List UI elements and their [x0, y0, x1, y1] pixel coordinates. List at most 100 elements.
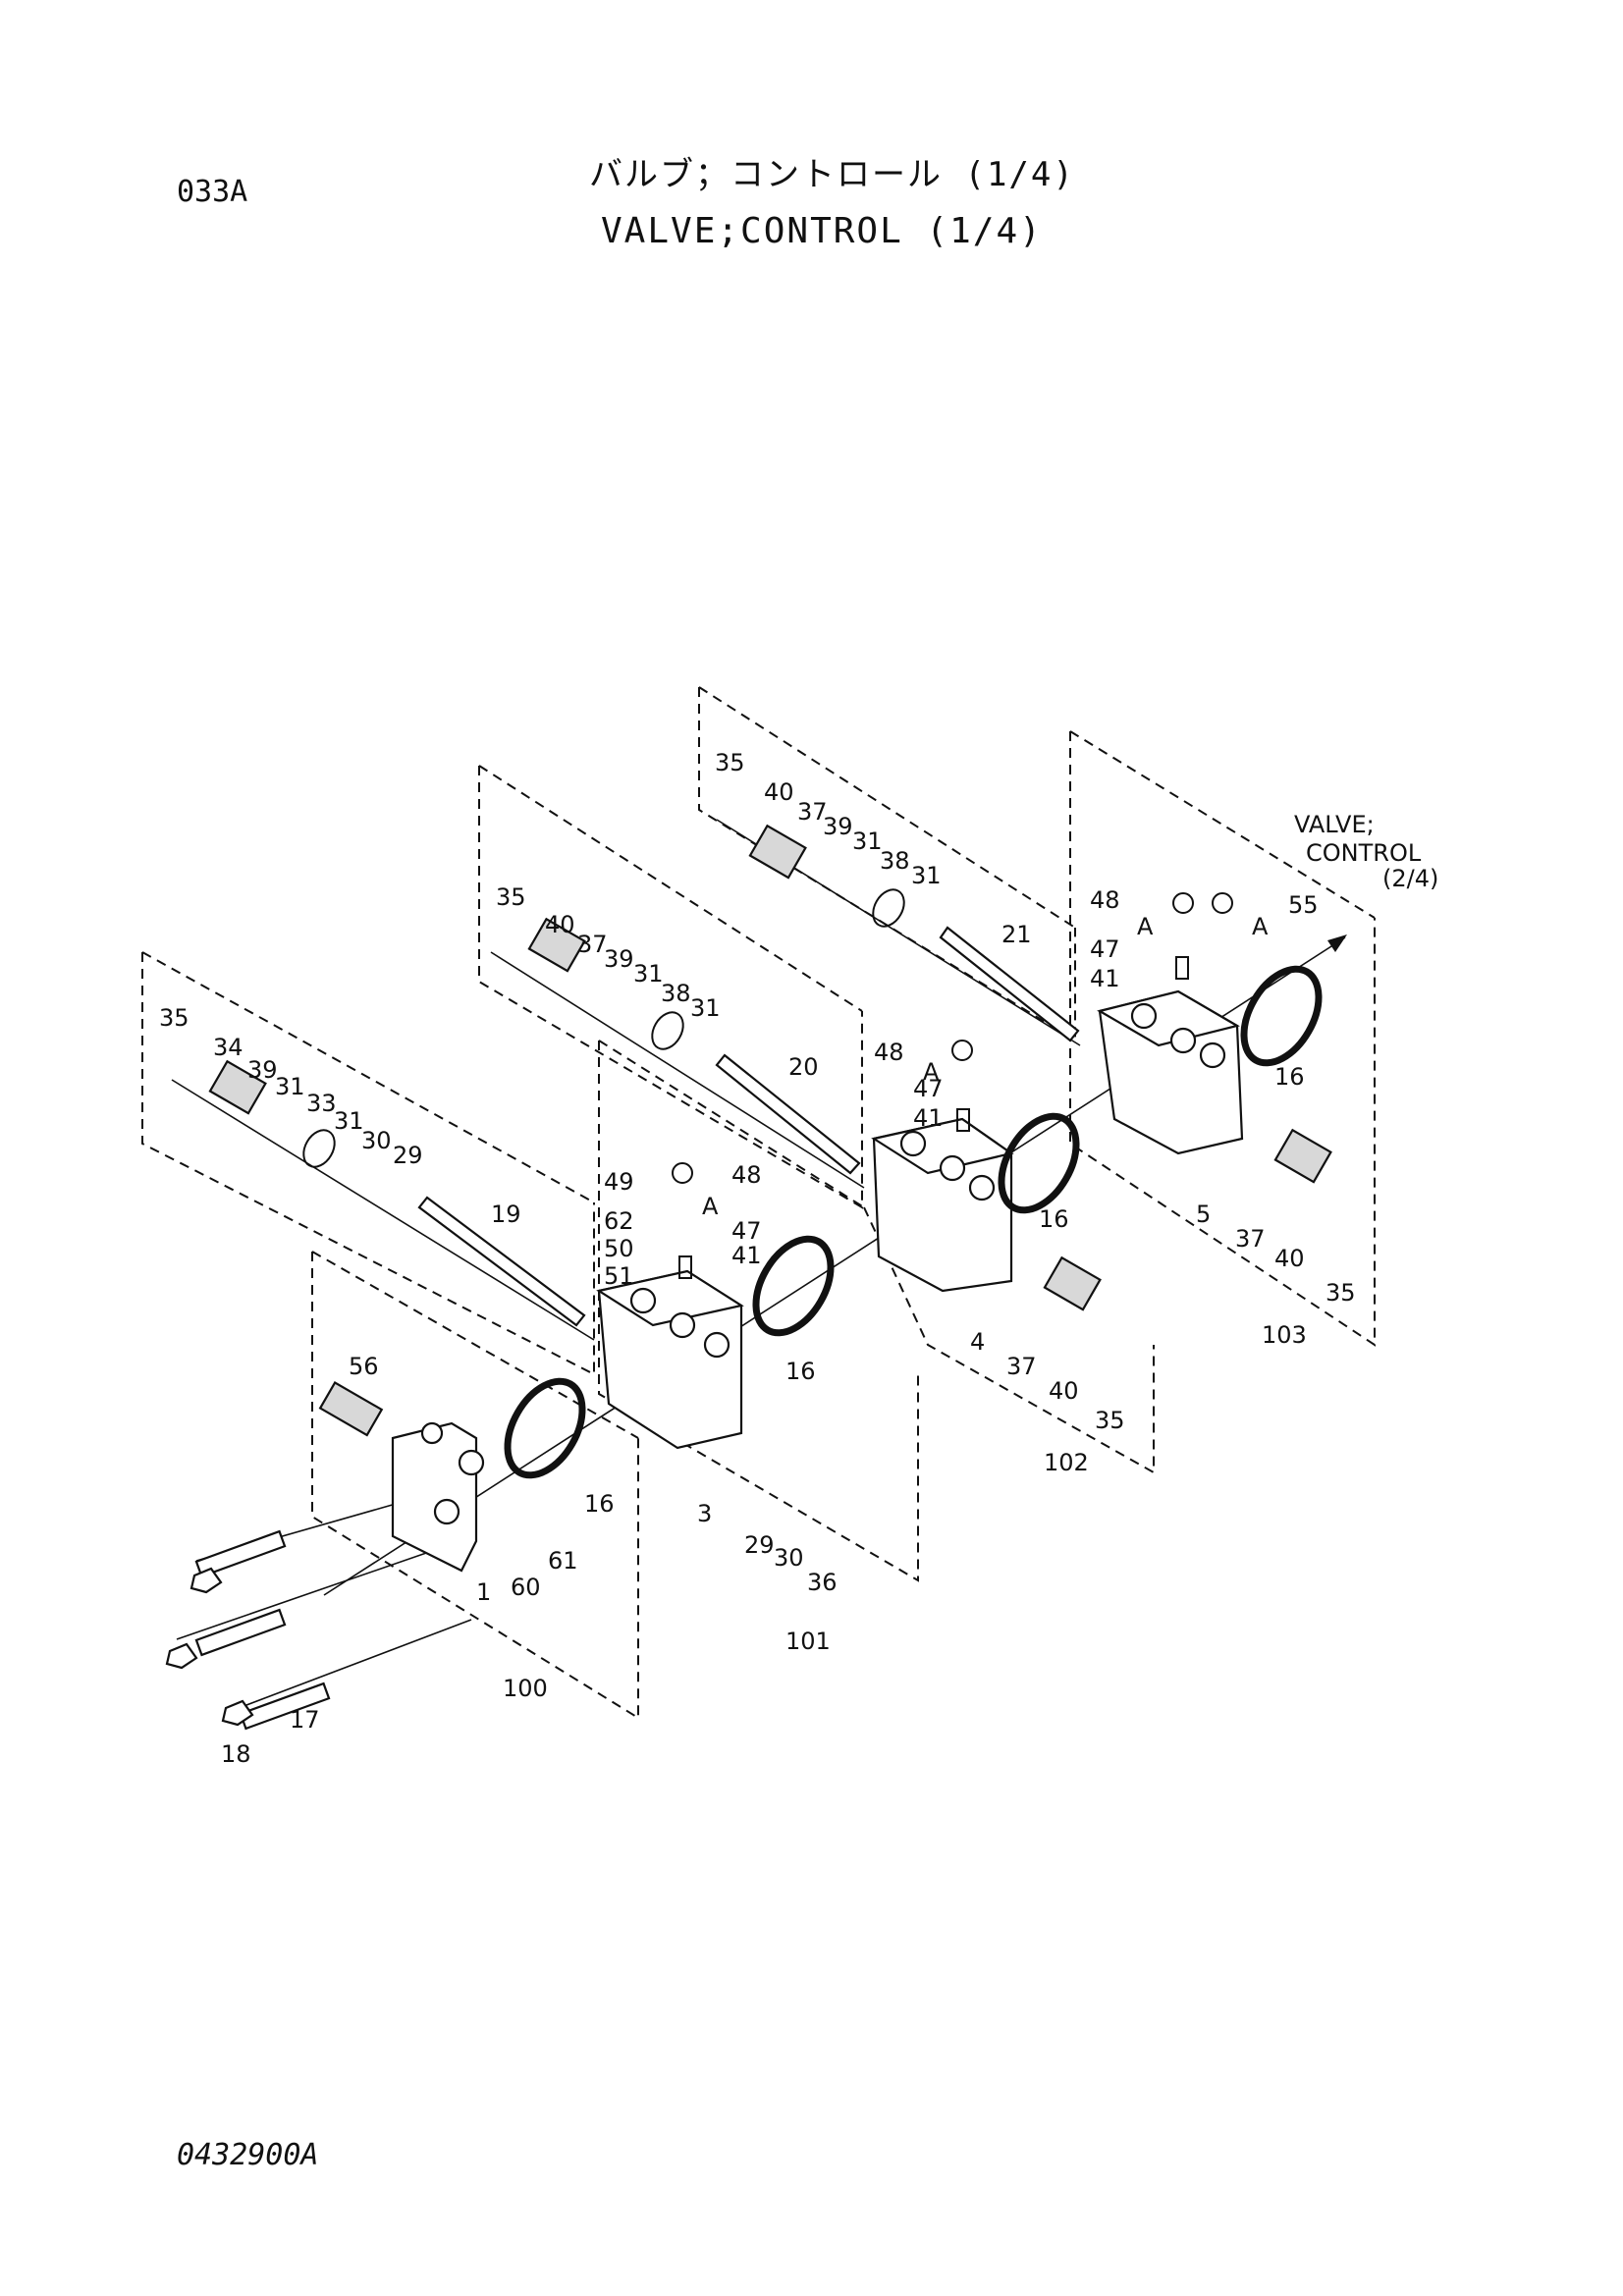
callout: 39: [604, 945, 634, 973]
port-icon: [1169, 1027, 1197, 1054]
callout: 41: [731, 1242, 762, 1269]
boundary-spool-20-top: [478, 765, 863, 1012]
callout: 55: [1288, 891, 1319, 919]
callout: 29: [744, 1531, 775, 1559]
callout: 30: [774, 1544, 804, 1572]
callout: 19: [491, 1201, 521, 1228]
callout: 41: [1090, 965, 1120, 992]
title-english: VALVE;CONTROL (1/4): [601, 211, 1043, 251]
callout: 20: [788, 1053, 819, 1081]
callout: 47: [731, 1217, 762, 1245]
spring-33: [302, 1129, 336, 1168]
callout: 1: [476, 1578, 491, 1606]
nut-18-a: [189, 1567, 223, 1594]
boundary-103: [1069, 731, 1376, 1347]
boundary-spool-20: [478, 766, 863, 1209]
reference-line-1: VALVE;: [1294, 811, 1375, 838]
callout: 101: [785, 1628, 831, 1655]
poppet-41-b: [956, 1108, 970, 1132]
o-ring-16-c: [752, 1235, 835, 1337]
nut-18-c: [221, 1699, 254, 1727]
port-icon: [458, 1449, 485, 1476]
callout: 5: [1196, 1201, 1211, 1228]
callout: 35: [715, 749, 745, 776]
port-icon: [420, 1421, 444, 1445]
nut-18-b: [165, 1642, 198, 1670]
spool-20: [715, 1053, 861, 1175]
callout: 100: [503, 1675, 548, 1702]
callout: 39: [823, 813, 853, 840]
callout: 16: [1274, 1063, 1305, 1091]
boundary-spool-19-top: [141, 951, 595, 1203]
spool-19-axis: [171, 1079, 595, 1341]
poppet-41-c: [678, 1255, 692, 1279]
axis-arrow-icon: [1327, 934, 1347, 952]
o-ring-16-b: [998, 1112, 1080, 1214]
callout: 35: [496, 883, 526, 911]
callout: 31: [275, 1073, 305, 1100]
spool-19: [417, 1196, 586, 1327]
callout: 37: [1235, 1225, 1266, 1253]
reference-line-3: (2/4): [1382, 865, 1438, 892]
callout: 102: [1044, 1449, 1089, 1476]
callout: 48: [874, 1039, 904, 1066]
callout: 16: [584, 1490, 615, 1518]
cap-40-mid: [527, 917, 586, 973]
section-mark: A: [1252, 913, 1269, 940]
callout: 37: [577, 931, 608, 958]
plug-48-b: [951, 1040, 973, 1061]
callout: 40: [764, 778, 794, 806]
o-ring-16-d: [504, 1377, 586, 1479]
callout: 35: [159, 1004, 189, 1032]
title-japanese: バルブ；コントロール (1/4): [589, 155, 1075, 194]
stud-axis-2: [176, 1550, 433, 1640]
callout: 4: [970, 1328, 985, 1356]
callout: 37: [1006, 1353, 1037, 1380]
spring-38-upper: [872, 888, 905, 928]
plug-parts: [672, 892, 1233, 1279]
callout: 37: [797, 798, 828, 826]
callout: 34: [213, 1034, 243, 1061]
o-ring-16-a: [1240, 965, 1323, 1067]
callout: 50: [604, 1235, 634, 1262]
port-icon: [433, 1498, 460, 1525]
callout: 3: [697, 1500, 712, 1527]
port-icon: [669, 1311, 696, 1339]
boundary-101: [598, 1041, 919, 1582]
plug-48-a: [1172, 892, 1194, 914]
callout: 38: [661, 980, 691, 1007]
callout: 40: [1049, 1377, 1079, 1405]
callout: 16: [785, 1358, 816, 1385]
callout: 35: [1325, 1279, 1356, 1307]
callout: 103: [1262, 1321, 1307, 1349]
poppet-41-a: [1175, 956, 1189, 980]
port-icon: [703, 1331, 730, 1359]
callout: 17: [290, 1706, 320, 1734]
callout: 47: [1090, 935, 1120, 963]
callout: 48: [731, 1161, 762, 1189]
callout: 49: [604, 1168, 634, 1196]
plug-55: [1212, 892, 1233, 914]
callout: 35: [1095, 1407, 1125, 1434]
callout: 31: [911, 862, 942, 889]
callout-labels: 35 40 37 39 31 38 31 21 35 40 37 39 31 3…: [159, 749, 1438, 1768]
callout: 31: [690, 994, 721, 1022]
boundary-103-top: [1069, 730, 1376, 919]
spool-21: [939, 926, 1080, 1042]
port-icon: [899, 1130, 927, 1157]
callout: 40: [545, 911, 575, 938]
callout: 18: [221, 1740, 251, 1768]
port-icon: [1130, 1002, 1158, 1030]
cap-40-103: [1273, 1128, 1332, 1184]
callout: 41: [913, 1104, 944, 1132]
callout: 31: [852, 828, 883, 855]
stud-17-a: [194, 1529, 287, 1578]
callout: 31: [334, 1107, 364, 1135]
cap-40-upper: [748, 824, 807, 880]
cap-40-102: [1043, 1255, 1102, 1311]
boundary-100-top: [311, 1251, 639, 1439]
housing-5-top: [1097, 989, 1240, 1047]
port-icon: [629, 1287, 657, 1314]
